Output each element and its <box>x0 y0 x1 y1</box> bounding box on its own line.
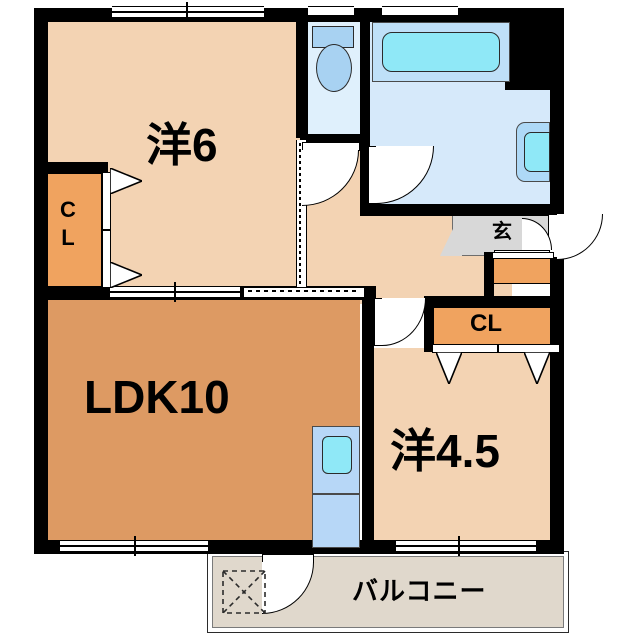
wall-entry-closet-west <box>484 252 494 298</box>
window-toilet-north <box>308 6 354 16</box>
wall-bedroom-main-east-upper <box>296 8 308 138</box>
closet-main-door-arrow-lower <box>110 262 142 288</box>
closet-bedroom-main-fill <box>44 172 102 288</box>
wall-closet-main-top <box>40 162 108 174</box>
toilet-bowl <box>316 44 352 92</box>
wall-hall-ldk-corner <box>362 286 376 306</box>
wall-closet-small-left <box>424 296 434 352</box>
washbasin-bowl <box>524 132 550 172</box>
kitchen-counter-lower <box>312 494 360 548</box>
closet-main-label-c: C <box>60 197 76 222</box>
sliding-door-bedroom-main-track[interactable] <box>296 140 307 288</box>
closet-entry-fill <box>492 258 554 284</box>
window-bedroom-main-north-pane <box>112 11 264 13</box>
window-bedroom-main-south-pane <box>110 291 240 293</box>
wall-right-outer-upper <box>550 8 564 212</box>
closet-main-door-panel-upper[interactable] <box>102 172 111 230</box>
wall-left-outer-ldk <box>34 294 48 550</box>
wall-bedroom-small-north <box>424 296 564 308</box>
closet-main-door-arrow-upper <box>110 168 142 194</box>
ac-unit-marker <box>222 570 266 614</box>
wall-left-outer <box>34 8 48 294</box>
closet-bedroom-main-label: C L <box>60 196 76 251</box>
sliding-door-bedroom-main-dots <box>299 143 301 285</box>
bathtub-basin <box>382 32 500 72</box>
window-bedroom-small-south-pane <box>396 545 536 547</box>
closet-bedroom-small-label: CL <box>470 310 502 337</box>
wall-toilet-south <box>300 134 362 143</box>
bedroom-small-label: 洋4.5 <box>390 425 500 477</box>
ldk-floor <box>40 298 360 548</box>
ldk-label: LDK10 <box>84 371 230 423</box>
window-bathroom-north <box>382 6 458 16</box>
closet-entry-door-panel[interactable] <box>492 252 554 259</box>
entrance-door-swing <box>557 214 603 260</box>
sliding-door-ldk-dots <box>248 290 360 292</box>
wall-right-outer-lower <box>550 250 564 550</box>
wall-entry-closet-east <box>552 252 564 302</box>
wall-bedroom-small-west <box>362 296 374 548</box>
wall-bathroom-west-lower <box>360 166 370 214</box>
closet-main-label-l: L <box>61 224 75 250</box>
sliding-door-ldk-track[interactable] <box>244 287 364 298</box>
closet-small-door-arrow-left <box>436 352 462 384</box>
wall-toilet-east <box>360 8 370 204</box>
window-ldk-south-pane <box>60 545 208 547</box>
kitchen-sink-basin <box>322 436 352 474</box>
entrance-label: 玄 <box>492 221 512 243</box>
bedroom-small-floor <box>372 348 560 548</box>
bathroom-corner-notch <box>505 14 553 90</box>
closet-small-door-arrow-right <box>524 352 550 384</box>
wall-closet-main-bottom <box>40 286 108 296</box>
closet-small-door-panel-left[interactable] <box>432 344 498 353</box>
closet-main-door-panel-lower[interactable] <box>102 230 111 288</box>
bedroom-small-door-swing <box>382 298 426 346</box>
balcony-label: バルコニー <box>352 576 487 606</box>
wall-bathroom-south <box>360 204 556 216</box>
bedroom-main-label: 洋6 <box>146 119 218 171</box>
